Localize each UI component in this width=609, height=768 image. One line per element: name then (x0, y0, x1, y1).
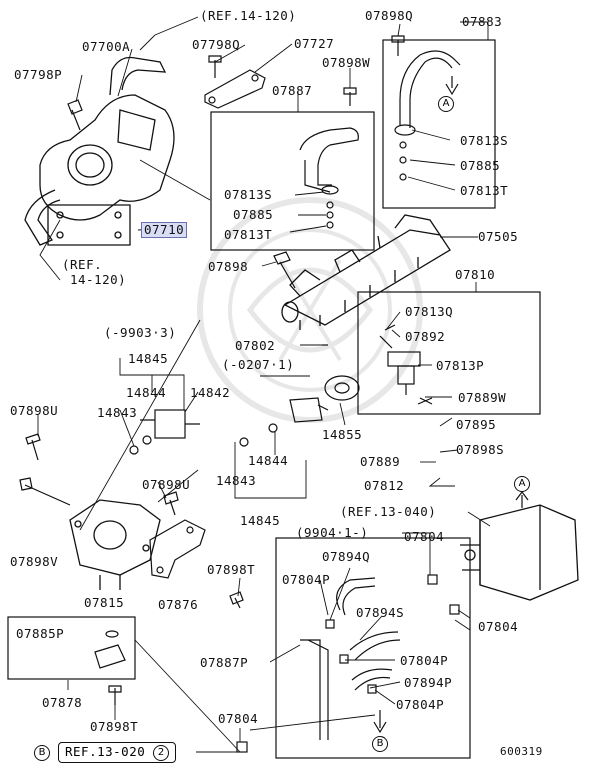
part-07889W[interactable]: 07889W (458, 390, 507, 405)
period-label-1: (-9903·3) (104, 325, 177, 340)
ref-pump: (REF.13-040) (340, 504, 437, 519)
part-07804P-3[interactable]: 07804P (396, 697, 445, 712)
part-07885-right[interactable]: 07885 (460, 158, 501, 173)
lower-throttle-body-drawing (69, 499, 161, 590)
marker-a-top: A (438, 96, 454, 112)
part-14845-bot[interactable]: 14845 (240, 513, 281, 528)
part-07898T-bot[interactable]: 07898T (90, 719, 139, 734)
part-07898T-mid[interactable]: 07898T (207, 562, 256, 577)
bottom-ref-text: REF.13-020 (65, 744, 146, 759)
part-07889[interactable]: 07889 (360, 454, 401, 469)
part-07804-bot[interactable]: 07804 (218, 711, 259, 726)
bottom-ref-box[interactable]: REF.13-020 2 (58, 742, 177, 763)
marker-b-bottom: B (34, 745, 50, 761)
part-07505[interactable]: 07505 (478, 229, 519, 244)
bottom-ref-number: 2 (153, 744, 170, 761)
part-07878[interactable]: 07878 (42, 695, 83, 710)
part-07727[interactable]: 07727 (294, 36, 335, 51)
part-07898-mid[interactable]: 07898 (208, 259, 249, 274)
part-07813T-mid[interactable]: 07813T (224, 227, 273, 242)
part-07812[interactable]: 07812 (364, 478, 405, 493)
part-07898U-left[interactable]: 07898U (10, 403, 59, 418)
part-07810[interactable]: 07810 (455, 267, 496, 282)
part-07894S[interactable]: 07894S (356, 605, 405, 620)
marker-a-pump: A (514, 476, 530, 492)
period-label-3: (9904·1-) (296, 525, 369, 540)
part-07898Q[interactable]: 07898Q (365, 8, 414, 23)
box-07810 (357, 291, 541, 415)
part-14845-top[interactable]: 14845 (128, 351, 169, 366)
part-07887-top[interactable]: 07887 (272, 83, 313, 98)
part-07813P[interactable]: 07813P (436, 358, 485, 373)
part-07813Q[interactable]: 07813Q (405, 304, 454, 319)
fuel-rail-drawing (281, 214, 451, 330)
pump-drawing (460, 504, 579, 601)
part-07710[interactable]: 07710 (141, 222, 188, 238)
ref-left-line-1: (REF. (62, 257, 103, 272)
part-14843-bot[interactable]: 14843 (216, 473, 257, 488)
part-07898W[interactable]: 07898W (322, 55, 371, 70)
part-07894P[interactable]: 07894P (404, 675, 453, 690)
part-07898U-mid[interactable]: 07898U (142, 477, 191, 492)
box-07883 (382, 39, 496, 209)
box-07887 (210, 111, 375, 251)
part-07894Q[interactable]: 07894Q (322, 549, 371, 564)
part-14855[interactable]: 14855 (322, 427, 363, 442)
part-07885-mid[interactable]: 07885 (233, 207, 274, 222)
part-07895[interactable]: 07895 (456, 417, 497, 432)
part-07892[interactable]: 07892 (405, 329, 446, 344)
part-07876[interactable]: 07876 (158, 597, 199, 612)
part-14842[interactable]: 14842 (190, 385, 231, 400)
part-07802[interactable]: 07802 (235, 338, 276, 353)
leader-lines (37, 16, 491, 753)
part-07798P[interactable]: 07798P (14, 67, 63, 82)
part-07813S-mid[interactable]: 07813S (224, 187, 273, 202)
box-9904 (275, 537, 471, 759)
part-07700A[interactable]: 07700A (82, 39, 131, 54)
watermark-emblem (197, 197, 423, 423)
part-07883[interactable]: 07883 (462, 14, 503, 29)
part-07887P[interactable]: 07887P (200, 655, 249, 670)
part-14843-top[interactable]: 14843 (97, 405, 138, 420)
part-07804-top[interactable]: 07804 (404, 529, 445, 544)
throttle-body-drawing (24, 56, 175, 246)
part-07813T-right[interactable]: 07813T (460, 183, 509, 198)
part-07804-right[interactable]: 07804 (478, 619, 519, 634)
period-label-2: (-0207·1) (222, 357, 295, 372)
part-07813S-right[interactable]: 07813S (460, 133, 509, 148)
box-07878 (7, 616, 136, 680)
marker-b-box: B (372, 736, 388, 752)
part-14844-top[interactable]: 14844 (126, 385, 167, 400)
ref-top: (REF.14-120) (200, 8, 297, 23)
part-07815[interactable]: 07815 (84, 595, 125, 610)
part-07804P-1[interactable]: 07804P (282, 572, 331, 587)
part-07885P[interactable]: 07885P (16, 626, 65, 641)
part-07798Q[interactable]: 07798Q (192, 37, 241, 52)
ref-left-line-2: 14-120) (70, 272, 127, 287)
part-07804P-2[interactable]: 07804P (400, 653, 449, 668)
part-14844-bot[interactable]: 14844 (248, 453, 289, 468)
part-07898S[interactable]: 07898S (456, 442, 505, 457)
part-07898V[interactable]: 07898V (10, 554, 59, 569)
figure-number: 600319 (500, 745, 543, 758)
